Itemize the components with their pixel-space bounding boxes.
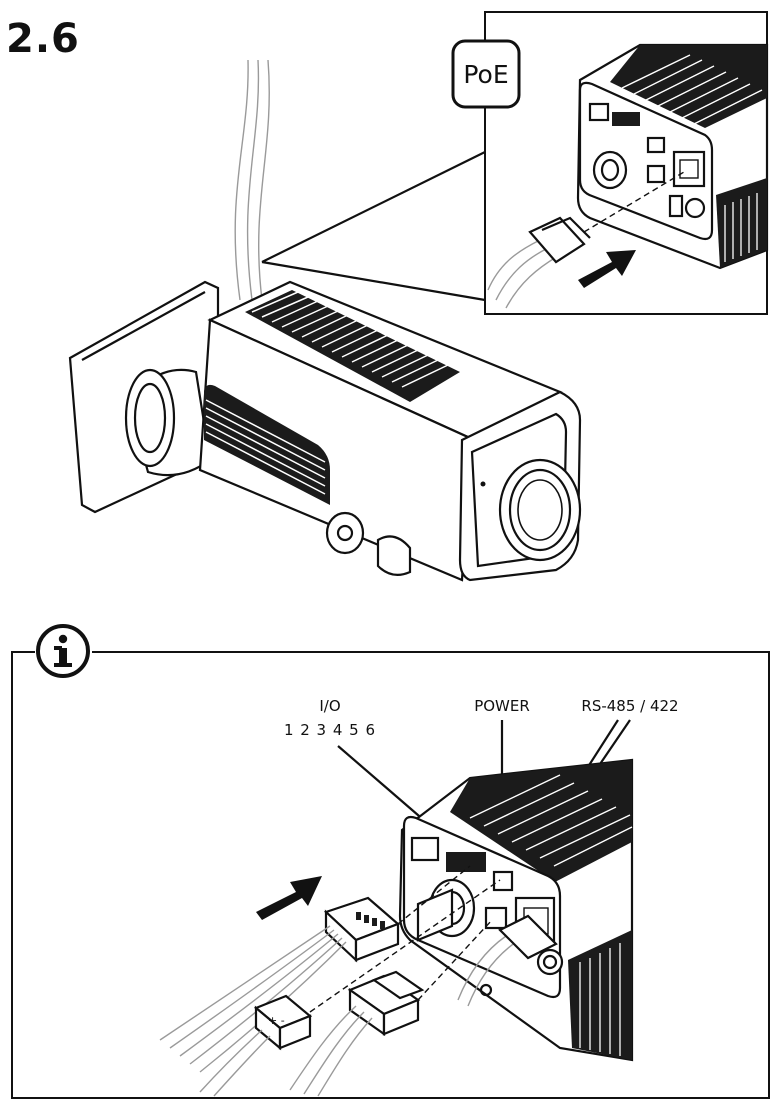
svg-text:+ -: + - — [268, 1014, 285, 1027]
rs485-connector — [289, 970, 425, 1097]
heat-sink-top — [245, 290, 460, 402]
top-camera-illustration — [68, 59, 582, 582]
info-icon — [36, 624, 90, 678]
camera-rear-connectors — [398, 758, 634, 1062]
info-panel: I/O 1 2 3 4 5 6 POWER RS-485 / 422 — [11, 624, 770, 1099]
io-label: I/O — [319, 697, 340, 715]
mount-arm — [124, 368, 212, 477]
poe-inset — [484, 11, 769, 315]
network-cable — [457, 914, 558, 1007]
poe-badge: PoE — [451, 39, 521, 109]
power-label: POWER — [474, 697, 530, 715]
camera-body — [198, 280, 582, 582]
camera-lens — [498, 458, 582, 562]
step-number: 2.6 — [6, 16, 80, 62]
power-connector: + - — [199, 994, 313, 1097]
insert-arrow — [256, 876, 322, 920]
rs485-label: RS-485 / 422 — [581, 697, 678, 715]
io-pins-label: 1 2 3 4 5 6 — [284, 721, 376, 739]
poe-badge-label: PoE — [463, 60, 508, 89]
heat-sink-side — [204, 384, 330, 505]
